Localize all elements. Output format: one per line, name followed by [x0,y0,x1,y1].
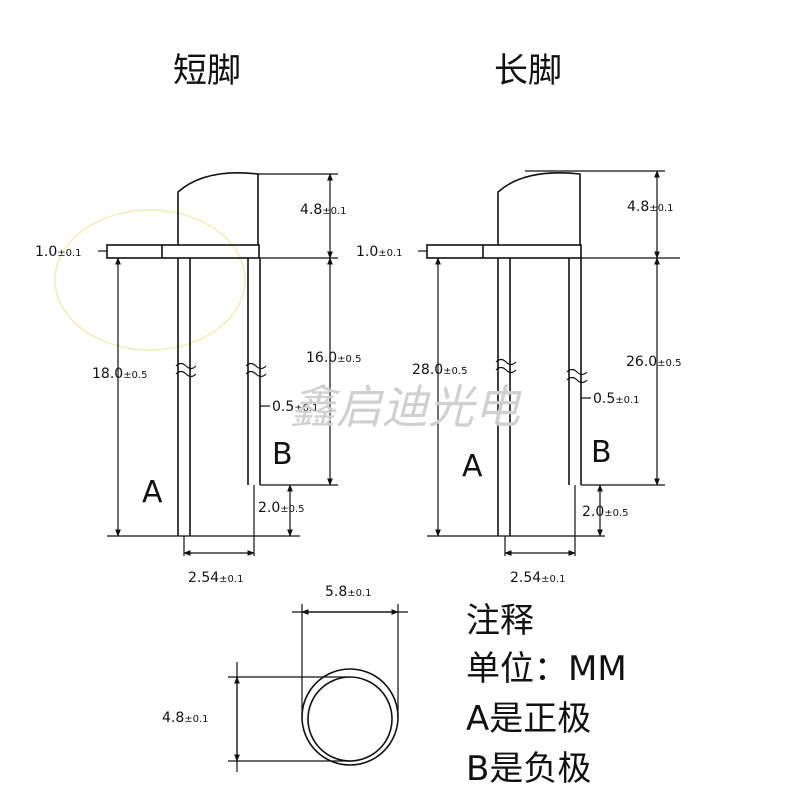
notes-heading: 注释 [466,601,534,641]
dim-pin-a-long: 28.0±0.5 [412,362,467,378]
dim-top-width: 5.8±0.1 [325,584,372,600]
short-leg-led: 4.8±0.1 1.0±0.1 18.0±0.5 16.0±0.5 0.5±0.… [35,172,361,586]
title-long-leg: 长脚 [494,51,562,91]
dim-flange-short: 1.0±0.1 [35,244,82,260]
label-cathode-b-short: B [272,437,293,472]
dim-spacing-short: 2.54±0.1 [188,570,243,586]
notes-b-negative: B是负极 [466,749,591,789]
dim-lead-width-long: 0.5±0.1 [593,391,640,407]
led-flange [426,244,582,259]
notes-block: 注释 单位：MM A是正极 B是负极 [466,601,627,789]
label-anode-a-short: A [142,475,163,510]
dim-lead-width-short: 0.5±0.1 [272,399,319,415]
inner-circle [307,676,393,762]
long-leg-led: 4.8±0.1 1.0±0.1 28.0±0.5 26.0±0.5 0.5±0.… [356,170,681,586]
notes-unit: 单位：MM [466,649,627,689]
outer-circle [301,668,399,766]
dim-step-long: 2.0±0.5 [582,504,629,520]
led-dome [497,172,581,245]
label-anode-a-long: A [462,449,483,484]
dim-spacing-long: 2.54±0.1 [510,570,565,586]
dim-height-short: 4.8±0.1 [300,202,347,218]
led-top-view: 5.8±0.1 4.8±0.1 [162,584,408,772]
dim-flange-long: 1.0±0.1 [356,244,403,260]
title-short-leg: 短脚 [173,51,241,91]
dim-step-short: 2.0±0.5 [258,500,305,516]
dim-height-long: 4.8±0.1 [627,199,674,215]
dim-pin-b-short: 16.0±0.5 [306,350,361,366]
led-dome [177,172,259,245]
dim-pin-b-long: 26.0±0.5 [626,354,681,370]
dim-pin-a-short: 18.0±0.5 [92,366,147,382]
notes-a-positive: A是正极 [466,699,591,739]
dim-top-height: 4.8±0.1 [162,710,209,726]
label-cathode-b-long: B [591,435,612,470]
faint-ellipse-decoration [54,209,246,351]
watermark-text: 鑫启迪光电 [290,380,522,434]
